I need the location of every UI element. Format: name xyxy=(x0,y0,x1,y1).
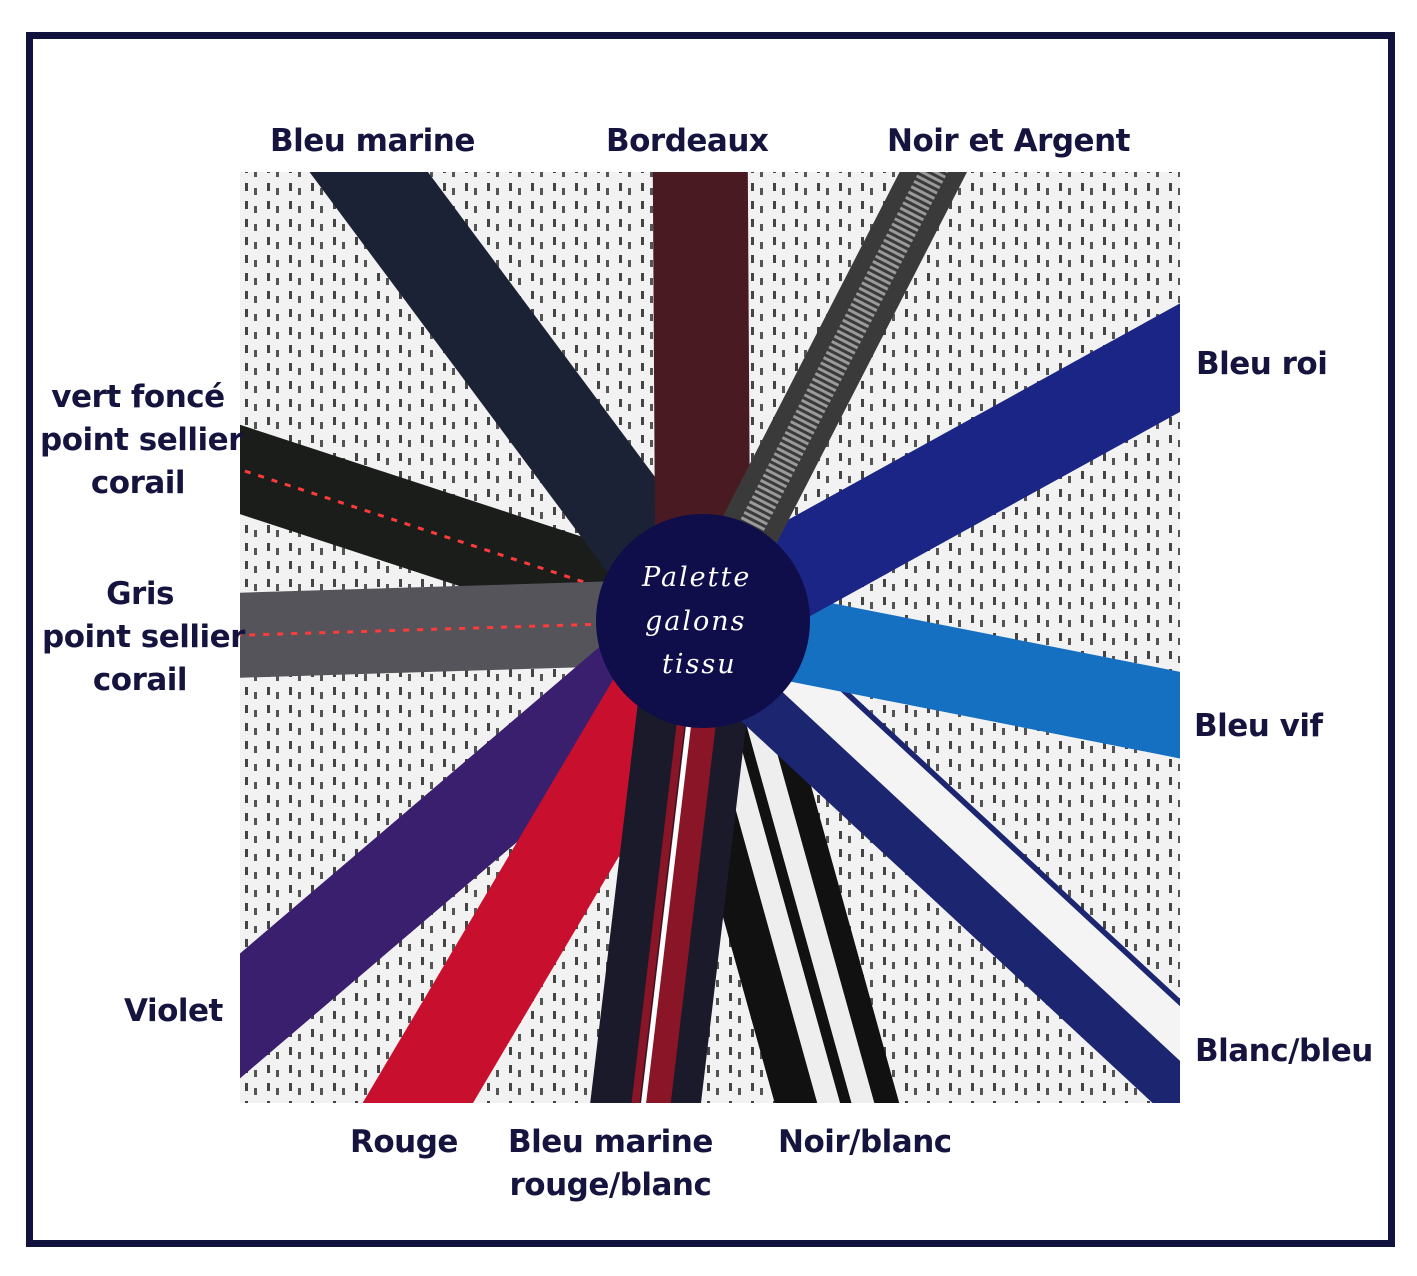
label-line: Bleu marine xyxy=(508,1124,713,1160)
label-line: rouge/blanc xyxy=(509,1167,712,1203)
ribbon-stripe xyxy=(691,172,948,627)
label-marine-rouge-blanc: Bleu marine rouge/blanc xyxy=(508,1121,713,1207)
ribbon xyxy=(670,586,1180,1103)
label-bleu-roi: Bleu roi xyxy=(1196,346,1328,382)
label-line: point sellier xyxy=(40,422,243,458)
label-vert-fonce: vert foncé point sellier corail xyxy=(40,376,243,505)
label-line: Gris xyxy=(106,576,174,612)
label-blanc-bleu: Blanc/bleu xyxy=(1195,1033,1373,1069)
label-noir-argent: Noir et Argent xyxy=(887,123,1130,159)
label-line: corail xyxy=(92,662,188,698)
label-violet: Violet xyxy=(124,993,223,1029)
label-line: point sellier xyxy=(42,619,245,655)
label-bleu-vif: Bleu vif xyxy=(1194,708,1323,744)
label-gris: Gris point sellier corail xyxy=(42,573,245,702)
label-bordeaux: Bordeaux xyxy=(606,123,769,159)
label-line: vert foncé xyxy=(51,379,225,415)
center-title-line2: galons xyxy=(645,606,747,637)
ribbon-stripe xyxy=(704,590,1180,1061)
label-noir-blanc: Noir/blanc xyxy=(778,1124,952,1160)
label-bleu-marine: Bleu marine xyxy=(270,123,475,159)
label-line: corail xyxy=(90,465,186,501)
center-title-line1: Palette xyxy=(642,562,752,593)
label-rouge: Rouge xyxy=(350,1124,458,1160)
center-badge xyxy=(596,514,810,728)
center-title-line3: tissu xyxy=(662,649,737,680)
frame-border xyxy=(26,32,1395,1247)
